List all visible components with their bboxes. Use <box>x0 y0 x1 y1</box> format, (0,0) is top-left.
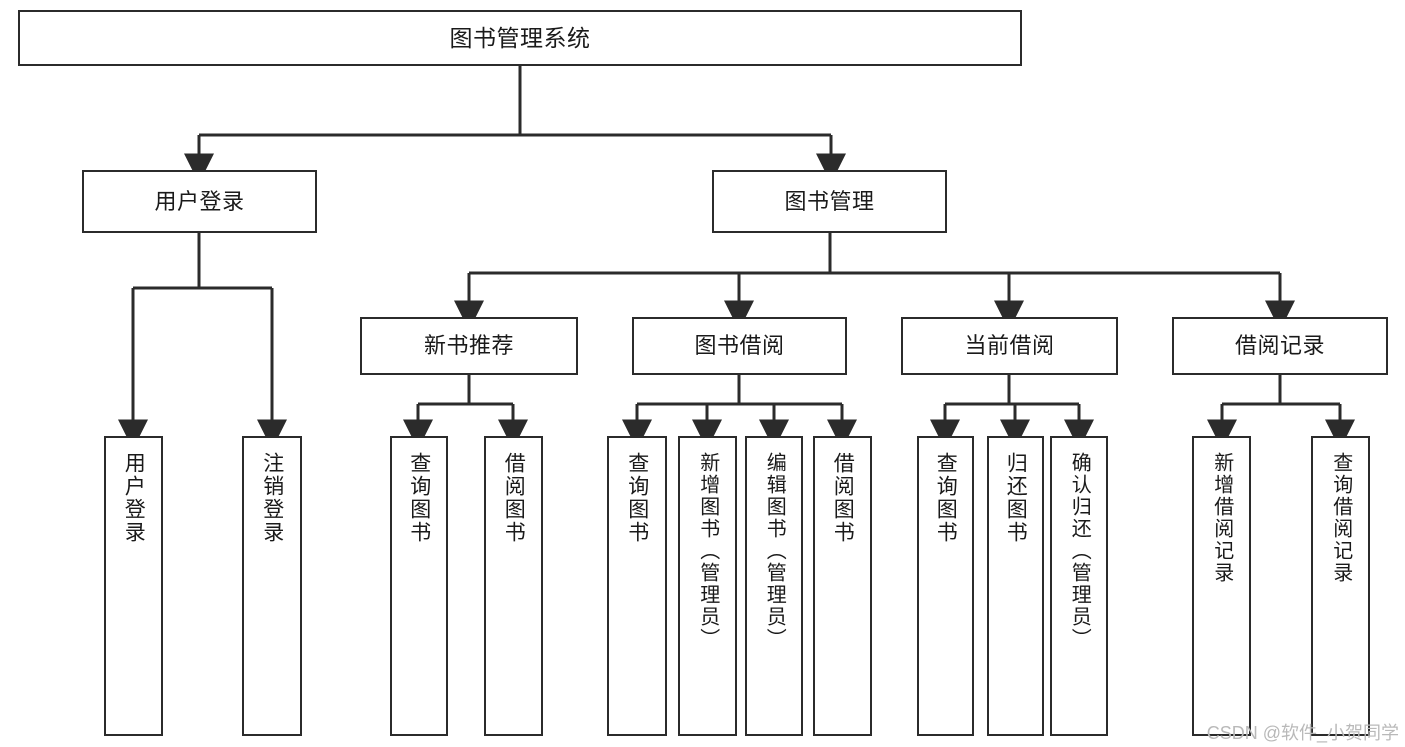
node-new-book-recommend[interactable]: 新书推荐 <box>360 317 578 375</box>
node-label: 新书推荐 <box>423 333 514 359</box>
node-label: 查询图书 <box>625 452 649 544</box>
node-label: 查询借阅记录 <box>1329 452 1352 584</box>
node-label: 查询图书 <box>934 452 958 544</box>
node-book-management[interactable]: 图书管理 <box>712 170 947 233</box>
node-leaf-query-book-current[interactable]: 查询图书 <box>917 436 974 736</box>
node-leaf-add-borrow-record[interactable]: 新增借阅记录 <box>1192 436 1251 736</box>
node-label: 确认归还（管理员） <box>1068 452 1091 650</box>
node-label: 借阅记录 <box>1234 333 1325 359</box>
node-label: 借阅图书 <box>502 452 526 544</box>
node-leaf-confirm-return[interactable]: 确认归还（管理员） <box>1050 436 1108 736</box>
node-label: 图书借阅 <box>694 333 785 359</box>
node-leaf-query-book-borrow[interactable]: 查询图书 <box>607 436 667 736</box>
node-current-borrow[interactable]: 当前借阅 <box>901 317 1118 375</box>
node-leaf-add-book[interactable]: 新增图书（管理员） <box>678 436 737 736</box>
node-leaf-user-login[interactable]: 用户登录 <box>104 436 163 736</box>
node-label: 新增图书（管理员） <box>696 452 719 650</box>
node-leaf-query-borrow-record[interactable]: 查询借阅记录 <box>1311 436 1370 736</box>
node-label: 用户登录 <box>122 452 146 544</box>
node-leaf-query-book-recommend[interactable]: 查询图书 <box>390 436 448 736</box>
node-label: 注销登录 <box>260 452 284 544</box>
node-leaf-borrow-book-borrow[interactable]: 借阅图书 <box>813 436 872 736</box>
node-label: 新增借阅记录 <box>1210 452 1233 584</box>
node-label: 查询图书 <box>407 452 431 544</box>
node-leaf-return-book[interactable]: 归还图书 <box>987 436 1044 736</box>
node-label: 编辑图书（管理员） <box>763 452 786 650</box>
node-borrow-record[interactable]: 借阅记录 <box>1172 317 1388 375</box>
node-label: 归还图书 <box>1004 452 1028 544</box>
node-leaf-borrow-book-recommend[interactable]: 借阅图书 <box>484 436 543 736</box>
node-book-borrow[interactable]: 图书借阅 <box>632 317 847 375</box>
node-label: 图书管理 <box>784 188 875 214</box>
node-label: 用户登录 <box>154 188 245 214</box>
node-root-system[interactable]: 图书管理系统 <box>18 10 1022 66</box>
node-label: 借阅图书 <box>831 452 855 544</box>
node-label: 当前借阅 <box>964 333 1055 359</box>
node-label: 图书管理系统 <box>449 24 591 51</box>
node-leaf-edit-book[interactable]: 编辑图书（管理员） <box>745 436 803 736</box>
node-user-login[interactable]: 用户登录 <box>82 170 317 233</box>
node-leaf-user-logout[interactable]: 注销登录 <box>242 436 302 736</box>
watermark-text: CSDN @软件_小贺同学 <box>1206 723 1399 743</box>
